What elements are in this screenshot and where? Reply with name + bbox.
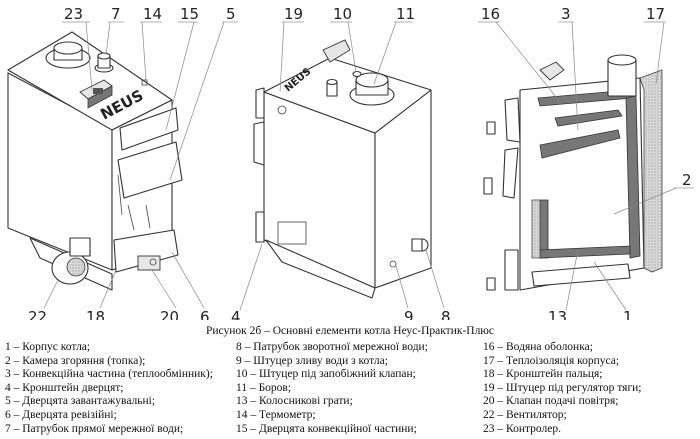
callout-2: 2 — [682, 171, 692, 189]
callout-18: 18 — [86, 308, 105, 320]
section-door-bottom — [504, 249, 519, 291]
callout-7: 7 — [111, 5, 121, 23]
flue-outlet — [45, 41, 91, 69]
legend-item: 9 – Штуцер зливу води з котла; — [236, 354, 388, 367]
supply-pipe — [94, 52, 114, 73]
insulation — [639, 69, 663, 273]
section-door-mid — [502, 147, 519, 199]
callouts-front: 23 7 14 15 5 22 18 20 6 — [28, 5, 238, 320]
rear-view: NEUS 19 10 11 4 9 8 — [231, 5, 451, 320]
legend-item: 17 – Теплоізоляція корпуса; — [483, 354, 620, 367]
legend-column-3: 16 – Водяна оболонка; 17 – Теплоізоляція… — [483, 341, 642, 436]
figure-caption: Рисунок 2б – Основні елементи котла Неус… — [205, 325, 495, 337]
legend-column-1: 1 – Корпус котла; 2 – Камера згоряння (т… — [5, 341, 213, 436]
heat-exchanger-fin — [554, 109, 623, 127]
legend-item: 15 – Дверцята конвекційної частини; — [236, 422, 417, 435]
loading-door — [117, 141, 183, 199]
callout-17: 17 — [646, 5, 665, 23]
callout-20: 20 — [160, 308, 179, 320]
section-door-top — [504, 97, 521, 143]
rear-door-top — [255, 87, 265, 119]
legend-item: 4 – Кронштейн дверцят; — [5, 381, 124, 394]
water-jacket-right — [625, 95, 641, 259]
rear-flue — [349, 72, 395, 106]
legend-item: 5 – Дверцята завантажувальні; — [5, 395, 156, 408]
rear-top — [263, 57, 432, 134]
legend-item: 11 – Боров; — [236, 381, 292, 394]
legend-item: 2 – Камера згоряння (топка); — [5, 354, 146, 367]
legend-item: 20 – Клапан подачі повітря; — [483, 395, 619, 408]
callouts-rear: 19 10 11 4 9 8 — [231, 5, 451, 320]
legend-item: 6 – Дверцята ревізійні; — [5, 408, 117, 421]
legend-item: 23 – Контролер. — [483, 422, 561, 435]
ash-door — [113, 229, 179, 273]
ash-pan — [531, 263, 631, 287]
callout-10: 10 — [333, 5, 352, 23]
legend-item: 3 – Конвекційна частина (теплообмінник); — [5, 368, 213, 381]
callout-16: 16 — [481, 5, 500, 23]
legend-item: 7 – Патрубок прямої мережної води; — [5, 422, 184, 435]
legend-item: 1 – Корпус котла; — [5, 341, 91, 353]
boiler-figure: NEUS 23 7 14 15 — [7, 5, 694, 320]
callouts-section: 16 3 17 2 13 1 — [478, 5, 694, 320]
legend-item: 10 – Штуцер під запобіжний клапан; — [236, 368, 416, 381]
legend-item: 8 – Патрубок зворотної мережної води; — [236, 341, 428, 353]
rear-door-bottom — [255, 211, 265, 243]
callout-3: 3 — [561, 5, 571, 23]
fan — [51, 237, 91, 285]
legend-item: 22 – Вентилятор; — [483, 408, 567, 421]
rear-door-mid — [253, 121, 265, 166]
callout-13: 13 — [548, 308, 567, 320]
legend-item: 19 – Штуцер під регулятор тяги; — [483, 381, 642, 394]
nameplate — [277, 221, 307, 245]
controller — [79, 79, 113, 109]
chamber-left-insulation — [531, 199, 541, 259]
section-view: 16 3 17 2 13 1 — [478, 5, 694, 320]
callout-11: 11 — [396, 5, 415, 23]
callout-9: 9 — [404, 308, 414, 320]
callout-19: 19 — [284, 5, 303, 23]
convection-door — [119, 107, 179, 151]
rear-base — [265, 239, 376, 299]
thermometer — [141, 79, 148, 86]
convection-baffle — [539, 129, 621, 159]
callout-5: 5 — [226, 5, 236, 23]
callout-14: 14 — [143, 5, 162, 23]
legend-column-2: 8 – Патрубок зворотної мережної води; 9 … — [236, 341, 428, 436]
legend-item: 16 – Водяна оболонка; — [483, 341, 593, 353]
legend-item: 13 – Колосникові грати; — [236, 395, 353, 408]
callout-4: 4 — [231, 308, 241, 320]
callout-6: 6 — [200, 308, 210, 320]
callout-8: 8 — [441, 308, 451, 320]
air-valve — [137, 255, 161, 271]
legend-item: 14 – Термометр; — [236, 408, 316, 421]
callout-15: 15 — [180, 5, 199, 23]
callout-23: 23 — [64, 5, 83, 23]
front-view: NEUS 23 7 14 15 — [7, 5, 238, 320]
callout-22: 22 — [28, 308, 47, 320]
legend-item: 18 – Кронштейн пальця; — [483, 368, 603, 381]
callout-1: 1 — [623, 308, 633, 320]
